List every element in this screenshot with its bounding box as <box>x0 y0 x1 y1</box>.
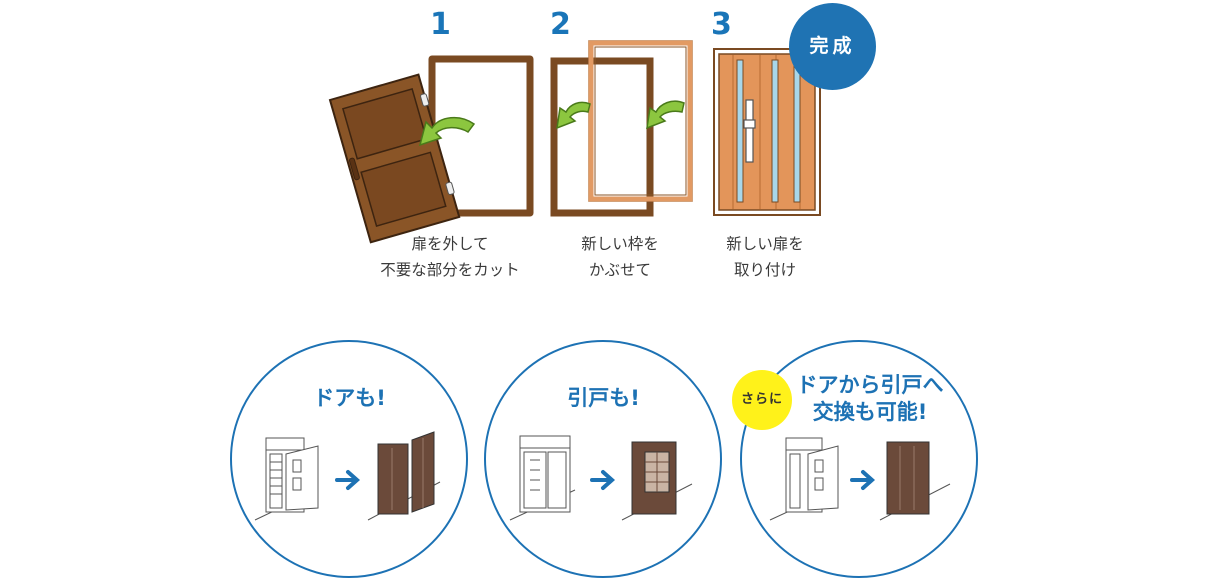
complete-badge: 完成 <box>789 3 876 90</box>
steps-illustration <box>328 40 821 244</box>
case2-old-door <box>509 435 576 521</box>
step-1-number: 1 <box>430 7 451 42</box>
step-2-number: 2 <box>550 7 571 42</box>
case3-old-door <box>769 437 839 521</box>
case-door-title: ドアも! <box>313 386 386 410</box>
case3-new-sliding-door <box>879 441 951 521</box>
case1-old-door <box>254 437 319 521</box>
removed-door <box>328 73 461 244</box>
step-3-caption: 新しい扉を 取り付け <box>705 231 825 283</box>
step-2-arrow-right <box>646 100 685 130</box>
extra-badge: さらに <box>732 370 792 430</box>
old-frame-step2 <box>550 57 654 217</box>
case-illustrations <box>254 431 951 521</box>
step-2-caption: 新しい枠を かぶせて <box>560 231 680 283</box>
case1-arrow <box>335 470 361 490</box>
step-2-caption-line2: かぶせて <box>588 261 651 279</box>
case1-new-door <box>367 431 441 521</box>
case-door-to-sliding-title-line2: 交換も可能! <box>812 400 928 424</box>
step-3-caption-line1: 新しい扉を <box>726 235 804 253</box>
step-3-caption-line2: 取り付け <box>733 261 796 279</box>
case-door-to-sliding-title-line1: ドアから引戸へ <box>796 373 944 397</box>
step-2-caption-line1: 新しい枠を <box>581 235 659 253</box>
case-sliding-door-title: 引戸も! <box>567 386 640 410</box>
new-frame-cover <box>588 40 693 202</box>
step-2-arrow-left <box>556 101 591 130</box>
case2-new-sliding-door <box>621 441 693 521</box>
case3-arrow <box>850 470 876 490</box>
step-1-caption-line1: 扉を外して <box>411 235 489 253</box>
step-3-number: 3 <box>711 7 732 42</box>
case2-arrow <box>590 470 616 490</box>
step-1-caption: 扉を外して 不要な部分をカット <box>360 231 540 283</box>
case-door-to-sliding-title: ドアから引戸へ 交換も可能! <box>790 372 950 426</box>
step-1-caption-line2: 不要な部分をカット <box>380 261 520 279</box>
step-1-arrow <box>418 116 476 147</box>
